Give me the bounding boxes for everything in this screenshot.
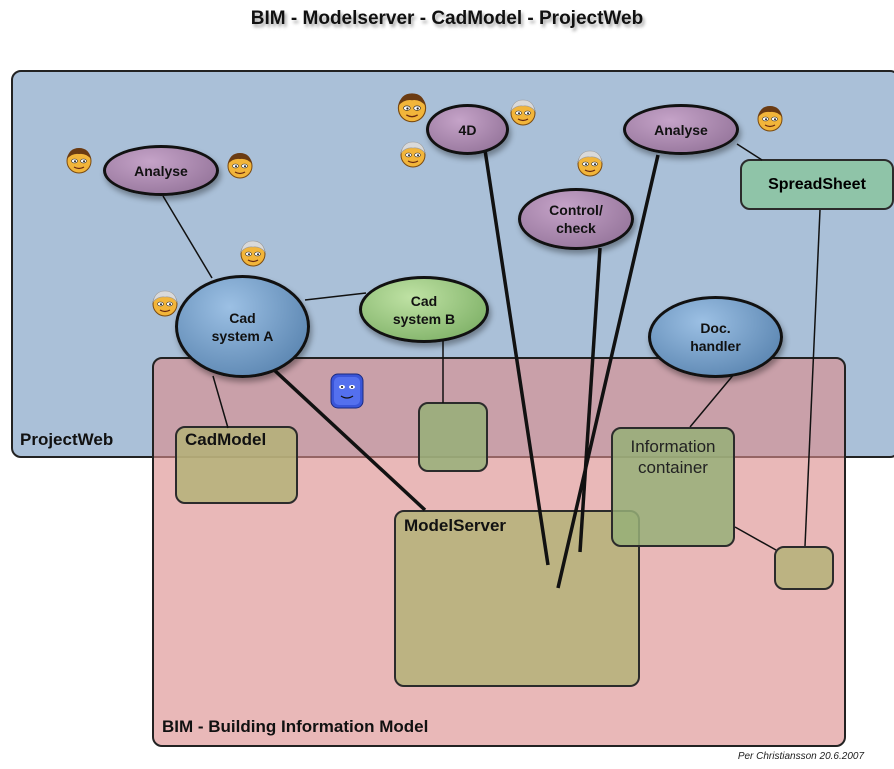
cad-b-model-box — [418, 402, 488, 472]
cad-a-line-1: Cad — [229, 309, 256, 326]
person-face-icon — [755, 103, 785, 133]
person-face-icon — [395, 90, 429, 124]
robot-face-icon — [330, 373, 364, 409]
line-cad-a-cad-b — [304, 292, 367, 301]
cad-a-line-2: system A — [211, 327, 274, 344]
line-analyse-cad-a — [162, 195, 213, 279]
doc-handler-oval: Doc. handler — [648, 296, 783, 378]
control-check-line-1: Control/ — [549, 202, 603, 218]
line-4d-modelserver — [483, 149, 550, 566]
person-face-icon — [150, 288, 180, 318]
cadmodel-box: CadModel — [175, 426, 298, 504]
information-container-label: Information container — [613, 436, 733, 478]
doc-line-2: handler — [690, 338, 741, 354]
line-spreadsheet-data — [804, 209, 821, 547]
person-face-icon — [398, 139, 428, 169]
control-check-line-2: check — [556, 220, 596, 236]
line-cad-a-cadmodel — [212, 375, 229, 429]
line-analyse-spreadsheet — [736, 143, 763, 161]
four-d-label: 4D — [458, 121, 477, 138]
line-cad-a-modelserver — [270, 366, 427, 512]
analyse-left-label: Analyse — [134, 162, 188, 179]
modelserver-label: ModelServer — [404, 516, 507, 535]
person-face-icon — [508, 97, 538, 127]
cad-b-line-1: Cad — [410, 292, 438, 309]
cadmodel-label: CadModel — [185, 430, 267, 449]
cad-b-line-2: system B — [392, 310, 456, 327]
analyse-left-oval: Analyse — [103, 145, 219, 196]
analyse-right-label: Analyse — [654, 121, 708, 138]
four-d-oval: 4D — [426, 104, 509, 155]
person-face-icon — [238, 238, 268, 268]
modelserver-box: ModelServer — [394, 510, 640, 687]
bim-label: BIM - Building Information Model — [162, 717, 429, 736]
credit-text: Per Christiansson 20.6.2007 — [737, 751, 864, 762]
line-analyse-modelserver — [556, 154, 660, 589]
info-line-2: container — [638, 458, 708, 477]
analyse-right-oval: Analyse — [623, 104, 739, 155]
diagram-title: BIM - Modelserver - CadModel - ProjectWe… — [250, 8, 644, 29]
spreadsheet-label: SpreadSheet — [768, 175, 866, 193]
cad-system-a-label: Cad system A — [212, 309, 274, 345]
control-check-label: Control/ check — [549, 201, 603, 237]
line-control-modelserver — [578, 247, 602, 553]
spreadsheet-box: SpreadSheet — [740, 159, 894, 210]
projectweb-label: ProjectWeb — [20, 430, 114, 449]
person-face-icon — [225, 150, 255, 180]
cad-system-b-label: Cad system B — [393, 292, 455, 328]
person-face-icon — [64, 145, 94, 175]
spreadsheet-data-box — [774, 546, 834, 590]
cad-system-a-oval: Cad system A — [175, 275, 310, 378]
info-line-1: Information — [630, 437, 716, 456]
cad-system-b-oval: Cad system B — [359, 276, 489, 343]
doc-line-1: Doc. — [700, 320, 731, 336]
control-check-oval: Control/ check — [518, 188, 634, 250]
doc-handler-label: Doc. handler — [690, 319, 741, 355]
line-info-data — [734, 526, 777, 551]
information-container-box: Information container — [611, 427, 735, 547]
line-doc-info — [689, 372, 736, 428]
person-face-icon — [575, 148, 605, 178]
